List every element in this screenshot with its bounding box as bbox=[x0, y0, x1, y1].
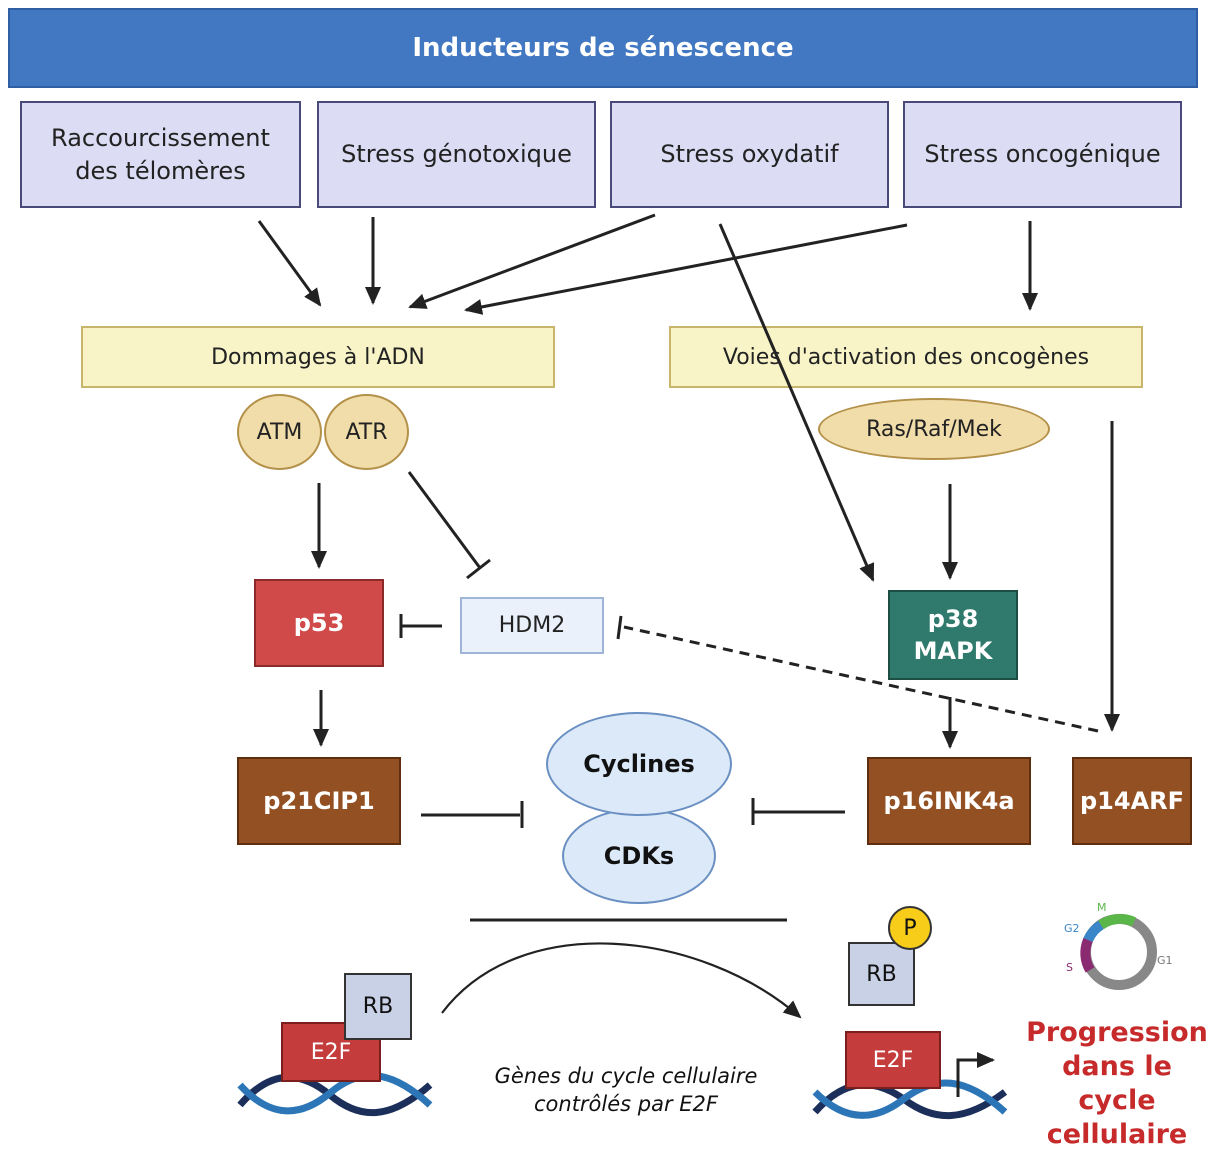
p38-mapk-node: p38 MAPK bbox=[888, 590, 1018, 680]
ras-raf-mek: Ras/Raf/Mek bbox=[818, 398, 1050, 460]
cell-cycle-progression-label: Progression dans le cycle cellulaire bbox=[1026, 1017, 1208, 1150]
atr-kinase: ATR bbox=[324, 394, 409, 470]
p16ink4a-node: p16INK4a bbox=[867, 757, 1031, 845]
p14arf-node: p14ARF bbox=[1072, 757, 1192, 845]
arrow-oxidative-to-p38 bbox=[718, 223, 875, 582]
arrow-oncogenic-to-dna bbox=[464, 223, 908, 315]
phase-label-m: M bbox=[1097, 901, 1107, 914]
phase-label-g1: G1 bbox=[1157, 954, 1173, 967]
cdks-ellipse: CDKs bbox=[562, 808, 716, 904]
inhibit-p14-hdm2 bbox=[623, 625, 1099, 733]
hdm2-node: HDM2 bbox=[460, 597, 604, 654]
inducer-genotoxic-stress: Stress génotoxique bbox=[317, 101, 596, 208]
arrow-oxidative-to-dna bbox=[408, 213, 656, 309]
rb-right: RB bbox=[848, 942, 915, 1006]
e2f-genes-caption: Gènes du cycle cellulaire contrôlés par … bbox=[494, 1064, 758, 1116]
p38-label: p38 MAPK bbox=[913, 605, 993, 665]
phase-label-s: S bbox=[1066, 961, 1073, 974]
inhibit-atr-hdm2 bbox=[407, 471, 482, 569]
p53-node: p53 bbox=[254, 579, 384, 667]
phase-label-g2: G2 bbox=[1064, 922, 1080, 935]
inducer-oxidative-stress: Stress oxydatif bbox=[610, 101, 889, 208]
transcription-arrow bbox=[956, 1052, 995, 1097]
dna-helix-left bbox=[237, 1072, 433, 1117]
inducer-telomere-shortening: Raccourcissement des télomères bbox=[20, 101, 301, 208]
phosphate-bubble: P bbox=[888, 906, 932, 950]
arrow-telomere-to-dna bbox=[257, 220, 322, 307]
inducer-oncogenic-stress: Stress oncogénique bbox=[903, 101, 1182, 208]
rb-left: RB bbox=[344, 973, 412, 1040]
dna-helix-right bbox=[812, 1079, 1008, 1120]
cyclines-ellipse: Cyclines bbox=[546, 712, 732, 816]
cell-cycle-wheel-icon bbox=[1080, 913, 1157, 990]
p21cip1-node: p21CIP1 bbox=[237, 757, 401, 845]
page-title: Inducteurs de sénescence bbox=[8, 8, 1198, 88]
dna-damage-box: Dommages à l'ADN bbox=[81, 326, 555, 388]
oncogene-pathway-box: Voies d'activation des oncogènes bbox=[669, 326, 1143, 388]
e2f-right: E2F bbox=[845, 1031, 941, 1089]
e2f-release-arrow bbox=[441, 942, 802, 1019]
atm-kinase: ATM bbox=[237, 394, 322, 470]
pathway-connectors: M G2 S G1 bbox=[237, 213, 1173, 1120]
